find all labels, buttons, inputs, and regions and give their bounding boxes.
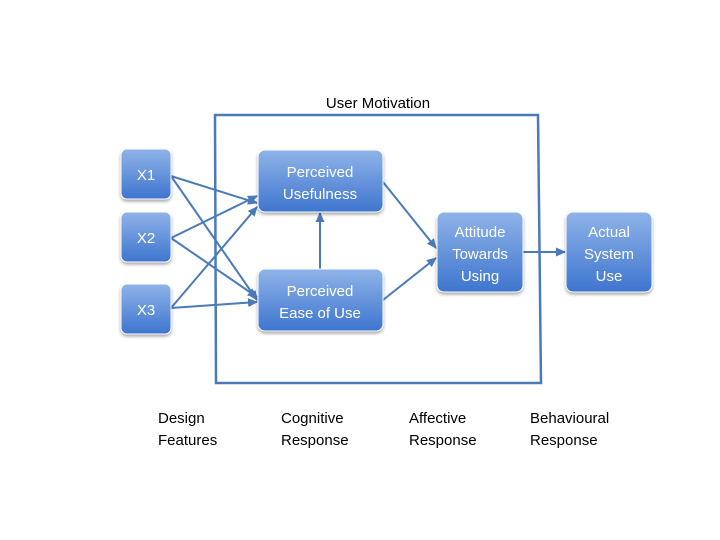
- arrow-x2-to-ease-of-use: [170, 237, 258, 298]
- stage-behavioural-response-line1: Behavioural: [530, 410, 609, 427]
- arrow-x1-to-usefulness: [170, 175, 258, 205]
- stage-behavioural-response: Behavioural Response: [530, 410, 609, 449]
- stage-design-features-line2: Features: [158, 432, 217, 449]
- node-x2-label: X2: [137, 230, 155, 247]
- node-x1: X1: [120, 148, 172, 200]
- perceived-usefulness-label-line1: Perceived: [287, 164, 354, 181]
- node-x1-label: X1: [137, 167, 155, 184]
- stage-affective-response-line1: Affective: [409, 410, 466, 427]
- stage-affective-response-line2: Response: [409, 432, 477, 449]
- actual-system-use-label-line2: System: [584, 246, 634, 263]
- perceived-ease-of-use-label-line2: Ease of Use: [279, 305, 361, 322]
- node-actual-system-use: Actual System Use: [565, 211, 653, 293]
- perceived-ease-of-use-label-line1: Perceived: [287, 283, 354, 300]
- attitude-label-line2: Towards: [452, 246, 508, 263]
- attitude-label-line3: Using: [461, 268, 499, 285]
- stage-affective-response: Affective Response: [409, 410, 477, 449]
- node-perceived-usefulness: Perceived Usefulness: [257, 149, 384, 213]
- stage-design-features-line1: Design: [158, 410, 205, 427]
- stage-cognitive-response-line1: Cognitive: [281, 410, 344, 427]
- user-motivation-frame: [213, 113, 543, 385]
- arrow-usefulness-to-attitude: [382, 181, 437, 249]
- perceived-usefulness-label-line2: Usefulness: [283, 186, 357, 203]
- stage-behavioural-response-line2: Response: [530, 432, 598, 449]
- stage-cognitive-response-line2: Response: [281, 432, 349, 449]
- arrow-x3-to-ease-of-use: [170, 298, 258, 309]
- arrow-x1-to-ease-of-use: [170, 175, 258, 301]
- frame-label: User Motivation: [326, 95, 430, 112]
- arrow-x2-to-usefulness: [170, 195, 258, 239]
- node-perceived-ease-of-use: Perceived Ease of Use: [257, 268, 384, 332]
- node-x2: X2: [120, 211, 172, 263]
- arrows: [170, 175, 566, 309]
- stage-cognitive-response: Cognitive Response: [281, 410, 349, 449]
- stage-design-features: Design Features: [158, 410, 217, 449]
- actual-system-use-label-line1: Actual: [588, 224, 630, 241]
- arrow-x3-to-usefulness: [170, 206, 258, 309]
- node-x3: X3: [120, 283, 172, 335]
- node-attitude-towards-using: Attitude Towards Using: [436, 211, 524, 293]
- attitude-label-line1: Attitude: [455, 224, 506, 241]
- arrow-ease-of-use-to-attitude: [382, 257, 437, 301]
- actual-system-use-label-line3: Use: [596, 268, 623, 285]
- node-x3-label: X3: [137, 302, 155, 319]
